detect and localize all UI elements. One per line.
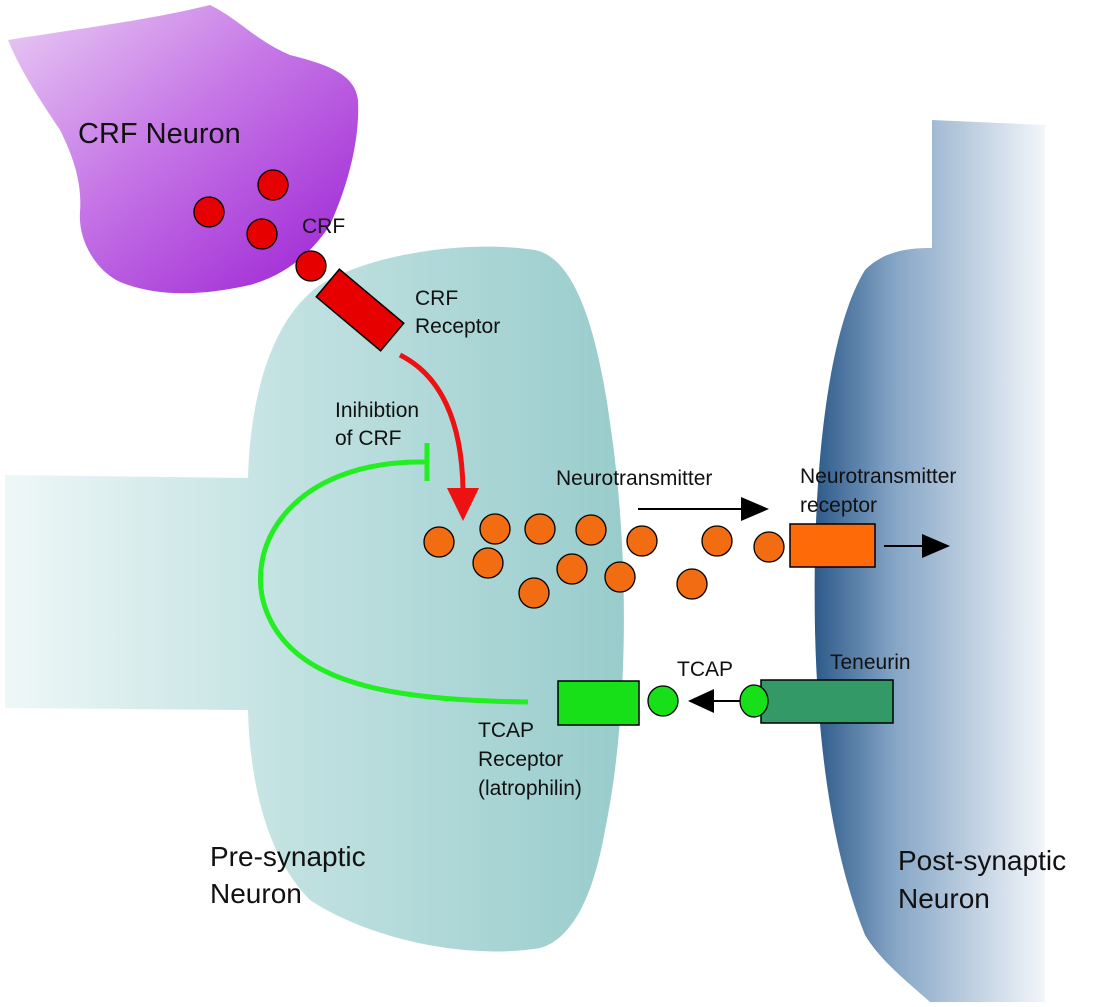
crf-signal-arrowhead	[447, 488, 479, 521]
neurotransmitter-molecule	[676, 568, 708, 600]
crf-signal-arrow	[398, 352, 466, 491]
crf-receptor-label-line2: Receptor	[415, 315, 500, 338]
teneurin-label: Teneurin	[830, 651, 911, 674]
crf-molecule	[295, 250, 327, 282]
neurotransmitter-molecule	[524, 513, 556, 545]
crf-neuron-label: CRF Neuron	[78, 118, 241, 150]
tcap-label: TCAP	[677, 658, 733, 681]
neurotransmitter-label: Neurotransmitter	[556, 467, 712, 490]
neurotransmitter-receptor	[789, 523, 876, 568]
neurotransmitter-receptor-label-line2: receptor	[800, 494, 877, 517]
neurotransmitter-molecule	[518, 577, 550, 609]
inhibition-pathway-line	[258, 459, 529, 705]
neurotransmitter-molecule	[701, 525, 733, 557]
tcap-release-arrowhead	[688, 689, 714, 713]
crf-molecule	[257, 169, 289, 201]
postsynaptic-label-line1: Post-synaptic	[898, 845, 1066, 876]
tcap-molecule	[647, 685, 679, 717]
neurotransmitter-arrowhead	[741, 497, 769, 521]
crf-label: CRF	[302, 215, 345, 238]
tcap-receptor	[557, 680, 640, 726]
neurotransmitter-molecule	[423, 526, 455, 558]
tcap-receptor-label-line2: Receptor	[478, 748, 563, 771]
neurotransmitter-molecule	[575, 514, 607, 546]
postsynaptic-neuron	[814, 120, 1045, 1002]
tcap-receptor-label-line3: (latrophilin)	[478, 777, 582, 800]
crf-molecule	[193, 196, 225, 228]
neurotransmitter-molecule	[626, 525, 658, 557]
neurotransmitter-molecule	[753, 531, 785, 563]
neurotransmitter-molecule	[479, 513, 511, 545]
neurotransmitter-molecule	[472, 547, 504, 579]
neurotransmitter-receptor-label-line1: Neurotransmitter	[800, 465, 956, 488]
presynaptic-label-line1: Pre-synaptic	[210, 841, 366, 872]
neurotransmitter-molecule	[604, 561, 636, 593]
neurotransmitter-molecule	[556, 553, 588, 585]
inhibition-label-line1: Inihibtion	[335, 399, 419, 422]
presynaptic-neuron	[5, 246, 624, 952]
tcap-receptor-label-line1: TCAP	[478, 719, 534, 742]
crf-molecule	[246, 218, 278, 250]
tcap-bound-molecule	[739, 684, 769, 718]
teneurin	[760, 679, 894, 724]
crf-receptor	[315, 268, 405, 352]
inhibition-label-line2: of CRF	[335, 427, 402, 450]
presynaptic-label-line2: Neuron	[210, 878, 302, 909]
postsynaptic-label-line2: Neuron	[898, 883, 990, 914]
crf-receptor-label-line1: CRF	[415, 287, 458, 310]
downstream-signal-arrowhead	[922, 534, 950, 558]
